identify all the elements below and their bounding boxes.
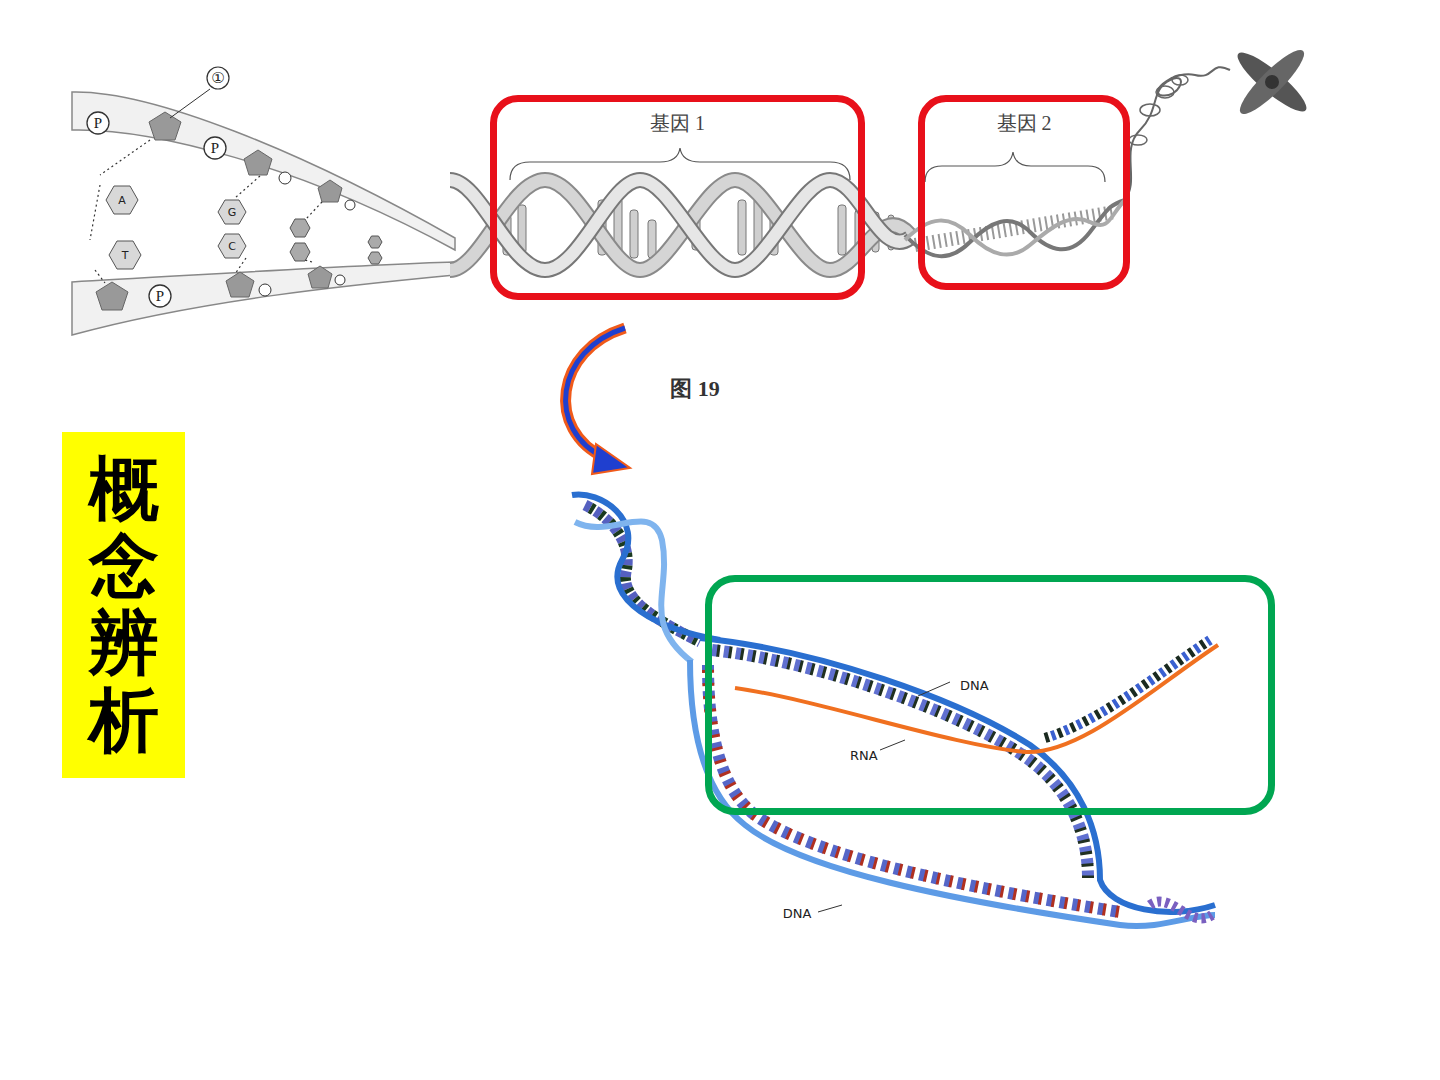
base-letter: T (122, 249, 129, 262)
figure-caption: 图 19 (670, 374, 720, 404)
double-helix (450, 43, 1313, 270)
concept-banner: 概念辨析 (62, 432, 185, 778)
base-letter: C (228, 240, 236, 253)
transcription-box: DNA RNA (705, 575, 1275, 815)
callout-number: ① (211, 69, 224, 87)
phosphate-label: P (156, 288, 164, 305)
strand-label: RNA (848, 748, 880, 763)
base-letter: G (228, 206, 237, 219)
phosphate-label: P (211, 140, 219, 157)
strand-label: DNA (958, 678, 991, 693)
dna-ladder (72, 67, 455, 335)
transcription-illustration (572, 494, 1218, 926)
gene-title: 基因 2 (997, 110, 1052, 137)
strand-label: DNA (781, 906, 814, 921)
gene-title: 基因 1 (650, 110, 705, 137)
gene-box: 基因 2 (918, 95, 1130, 290)
gene-box: 基因 1 (490, 95, 865, 300)
phosphate-label: P (94, 115, 102, 132)
vertical-title: 概念辨析 (89, 451, 159, 759)
base-letter: A (118, 194, 126, 207)
curved-arrow (566, 328, 630, 474)
